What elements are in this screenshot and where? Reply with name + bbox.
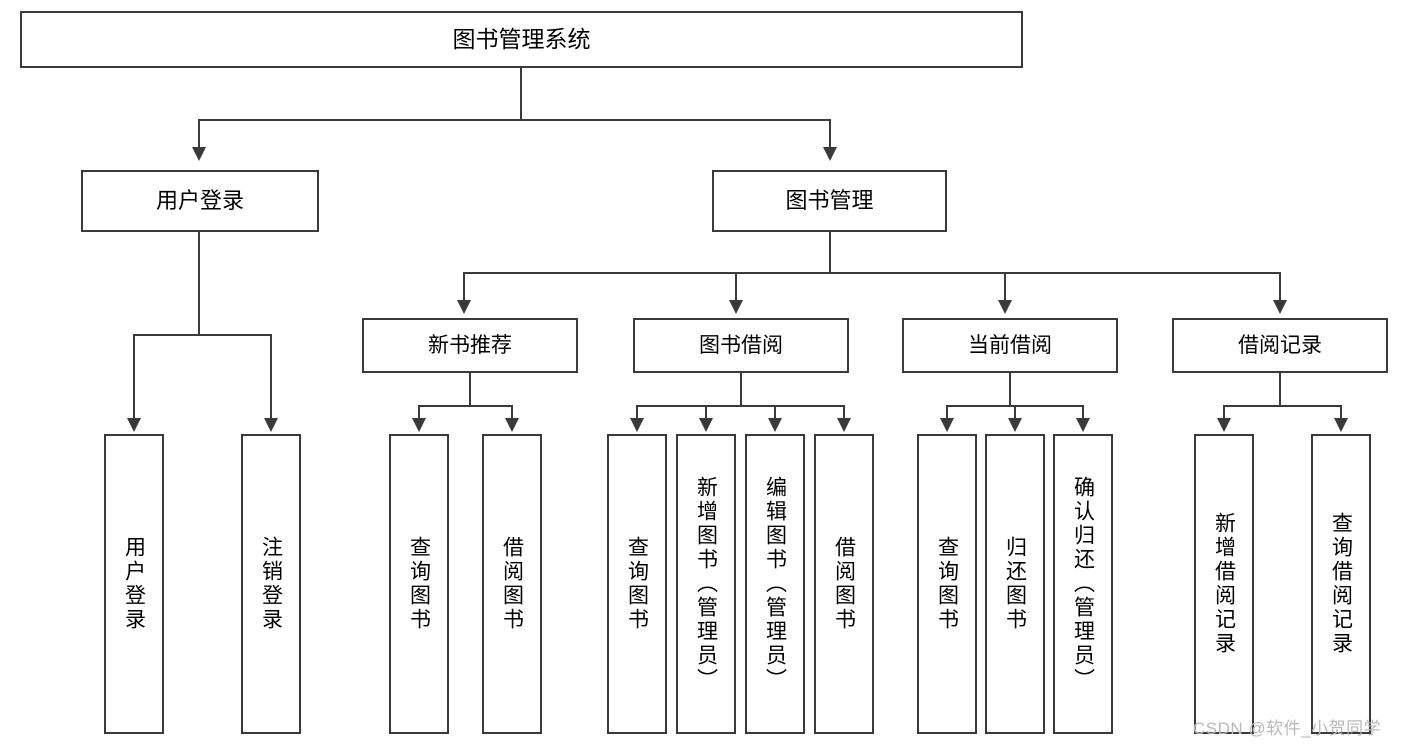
- arrow-bm-to-book-borrow: [729, 300, 743, 314]
- connector-bm-to-current-borrow: [1004, 272, 1006, 302]
- node-leaf-add-book-label: 新增图书（管理员）: [694, 476, 718, 692]
- node-user-login[interactable]: 用户登录: [81, 170, 319, 232]
- node-leaf-return-book[interactable]: 归还图书: [985, 434, 1045, 734]
- node-leaf-add-book[interactable]: 新增图书（管理员）: [676, 434, 736, 734]
- arrow-root-to-book-management: [823, 147, 837, 161]
- connector-bm-to-book-borrow: [735, 272, 737, 302]
- connector-current-borrow-to-leaf-3: [1082, 405, 1084, 420]
- arrow-current-borrow-to-leaf-3: [1076, 418, 1090, 432]
- node-leaf-confirm-return[interactable]: 确认归还（管理员）: [1053, 434, 1113, 734]
- node-root-system-label: 图书管理系统: [452, 25, 591, 52]
- node-leaf-query-book-3[interactable]: 查询图书: [917, 434, 977, 734]
- connector-user-login-to-leaf-2: [270, 334, 272, 420]
- connector-borrow-record-to-leaf-2: [1340, 405, 1342, 420]
- arrow-borrow-record-to-leaf-1: [1217, 418, 1231, 432]
- arrow-new-book-to-leaf-1: [412, 418, 426, 432]
- arrow-book-borrow-to-leaf-2: [699, 418, 713, 432]
- connector-borrow-record-stem: [1279, 373, 1281, 407]
- connector-root-bar: [198, 119, 831, 121]
- arrow-book-borrow-to-leaf-3: [768, 418, 782, 432]
- node-book-management-label: 图书管理: [785, 187, 874, 213]
- node-current-borrow-label: 当前借阅: [968, 333, 1052, 357]
- connector-new-book-stem: [469, 373, 471, 407]
- node-leaf-add-record[interactable]: 新增借阅记录: [1194, 434, 1254, 734]
- node-user-login-label: 用户登录: [155, 187, 244, 213]
- node-book-borrow-label: 图书借阅: [699, 333, 783, 357]
- connector-root-to-book-management: [829, 119, 831, 149]
- connector-current-borrow-to-leaf-2: [1014, 405, 1016, 420]
- connector-borrow-record-to-leaf-1: [1223, 405, 1225, 420]
- node-leaf-user-logout-label: 注销登录: [259, 536, 283, 632]
- connector-user-login-stem: [198, 232, 200, 335]
- node-leaf-query-book-2[interactable]: 查询图书: [607, 434, 667, 734]
- node-book-borrow[interactable]: 图书借阅: [633, 318, 849, 373]
- node-leaf-user-login[interactable]: 用户登录: [104, 434, 164, 734]
- connector-bm-to-borrow-record: [1279, 272, 1281, 302]
- connector-new-book-to-leaf-2: [511, 405, 513, 420]
- node-leaf-user-logout[interactable]: 注销登录: [241, 434, 301, 734]
- node-current-borrow[interactable]: 当前借阅: [902, 318, 1118, 373]
- arrow-book-borrow-to-leaf-1: [630, 418, 644, 432]
- arrow-bm-to-current-borrow: [998, 300, 1012, 314]
- node-book-management[interactable]: 图书管理: [712, 170, 947, 232]
- node-leaf-add-record-label: 新增借阅记录: [1212, 512, 1236, 656]
- node-new-book-recommend[interactable]: 新书推荐: [362, 318, 578, 373]
- node-leaf-borrow-book-1-label: 借阅图书: [500, 536, 524, 632]
- connector-root-to-user-login: [198, 119, 200, 149]
- node-new-book-recommend-label: 新书推荐: [428, 333, 512, 357]
- connector-new-book-bar: [418, 405, 512, 407]
- node-leaf-query-record-label: 查询借阅记录: [1329, 512, 1353, 656]
- connector-user-login-bar: [133, 334, 272, 336]
- node-leaf-query-book-1-label: 查询图书: [407, 536, 431, 632]
- arrow-user-login-to-leaf-2: [264, 418, 278, 432]
- node-leaf-edit-book[interactable]: 编辑图书（管理员）: [745, 434, 805, 734]
- connector-book-borrow-to-leaf-1: [636, 405, 638, 420]
- arrow-bm-to-new-book: [457, 300, 471, 314]
- connector-root-stem: [520, 68, 522, 120]
- connector-new-book-to-leaf-1: [418, 405, 420, 420]
- connector-book-borrow-bar: [636, 405, 844, 407]
- node-leaf-borrow-book-2[interactable]: 借阅图书: [814, 434, 874, 734]
- node-leaf-confirm-return-label: 确认归还（管理员）: [1071, 476, 1095, 692]
- arrow-user-login-to-leaf-1: [127, 418, 141, 432]
- node-leaf-query-record[interactable]: 查询借阅记录: [1311, 434, 1371, 734]
- node-leaf-query-book-1[interactable]: 查询图书: [389, 434, 449, 734]
- node-leaf-edit-book-label: 编辑图书（管理员）: [763, 476, 787, 692]
- connector-current-borrow-stem: [1009, 373, 1011, 407]
- connector-book-borrow-to-leaf-4: [843, 405, 845, 420]
- connector-bm-to-new-book: [463, 272, 465, 302]
- arrow-book-borrow-to-leaf-4: [837, 418, 851, 432]
- connector-book-borrow-to-leaf-3: [774, 405, 776, 420]
- connector-borrow-record-bar: [1223, 405, 1342, 407]
- node-leaf-borrow-book-2-label: 借阅图书: [832, 536, 856, 632]
- arrow-current-borrow-to-leaf-2: [1008, 418, 1022, 432]
- node-leaf-borrow-book-1[interactable]: 借阅图书: [482, 434, 542, 734]
- arrow-root-to-user-login: [192, 147, 206, 161]
- node-leaf-return-book-label: 归还图书: [1003, 536, 1027, 632]
- connector-current-borrow-to-leaf-1: [946, 405, 948, 420]
- connector-user-login-to-leaf-1: [133, 334, 135, 420]
- arrow-current-borrow-to-leaf-1: [940, 418, 954, 432]
- connector-book-management-stem: [829, 232, 831, 273]
- connector-book-management-bar: [463, 272, 1280, 274]
- arrow-new-book-to-leaf-2: [505, 418, 519, 432]
- connector-book-borrow-stem: [740, 373, 742, 407]
- node-leaf-query-book-3-label: 查询图书: [935, 536, 959, 632]
- arrow-bm-to-borrow-record: [1273, 300, 1287, 314]
- node-leaf-query-book-2-label: 查询图书: [625, 536, 649, 632]
- node-borrow-record-label: 借阅记录: [1238, 333, 1322, 357]
- node-root-system[interactable]: 图书管理系统: [20, 11, 1023, 68]
- connector-book-borrow-to-leaf-2: [705, 405, 707, 420]
- node-borrow-record[interactable]: 借阅记录: [1172, 318, 1388, 373]
- arrow-borrow-record-to-leaf-2: [1334, 418, 1348, 432]
- node-leaf-user-login-label: 用户登录: [122, 536, 146, 632]
